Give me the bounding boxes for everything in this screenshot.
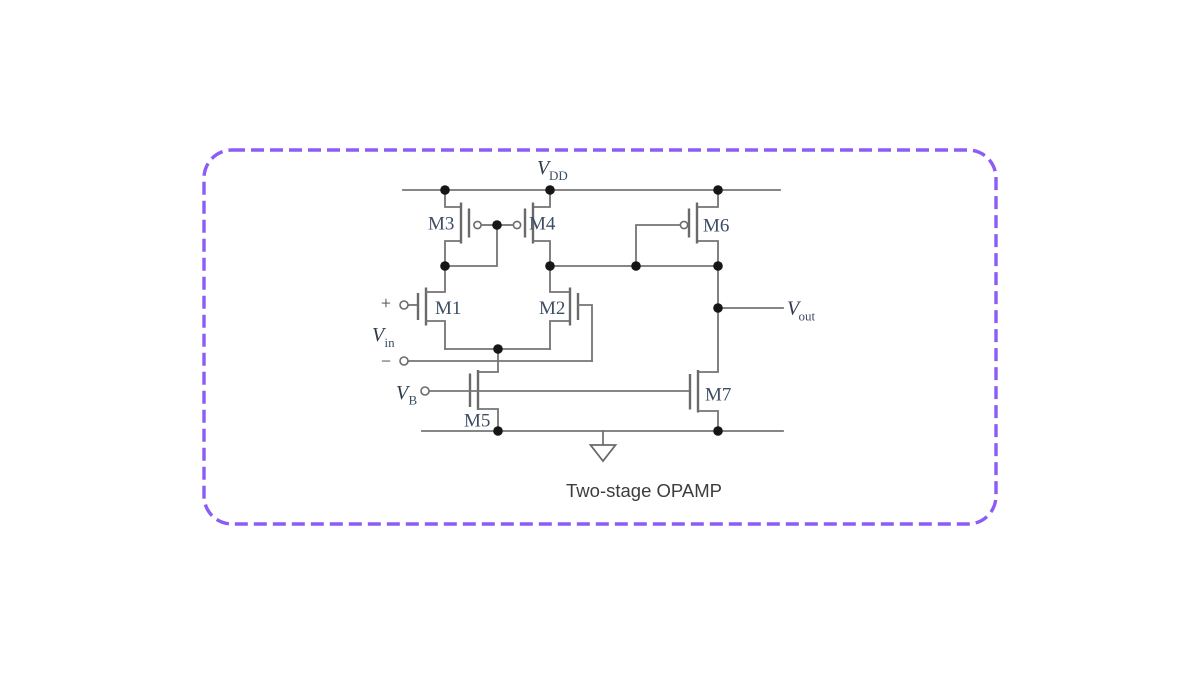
junction-dot [492,220,502,230]
figure-caption: Two-stage OPAMP [566,480,722,501]
vdd-label: V [537,157,552,179]
transistor-m5 [468,348,499,432]
m5-label: M5 [464,411,490,432]
ground-symbol-icon [588,444,618,463]
vb-label: V [396,382,411,404]
junction-dot [631,261,641,271]
m7-drain-wire [697,307,719,373]
junction-dot [713,261,723,271]
m6-pmos-bubble-icon [679,220,689,230]
minus-input-terminal-icon [399,356,409,366]
junction-dot [493,426,503,436]
m3-source-wire [444,189,462,208]
vout-label: V [787,298,802,320]
m4-drain-wire [532,240,551,267]
transistor-labels: M3 M4 M6 M1 M2 M5 M7 [428,214,731,432]
m2-gate-wire [577,304,593,362]
m4-label: M4 [529,214,556,235]
junction-dot [713,185,723,195]
vout-label-subscript: out [799,309,816,324]
m1-source-wire [425,320,446,350]
junction-dot [440,185,450,195]
junction-dot [440,261,450,271]
m4-source-wire [532,189,551,208]
m6-gate-wire [635,224,681,267]
m2-label: M2 [539,298,565,319]
m6-source-wire [696,189,719,208]
dashed-panel-border [202,148,998,526]
m2-source-wire [549,320,571,350]
m3-drain-wire [444,240,462,267]
transistor-m4 [500,189,551,267]
transistor-m1 [407,265,446,350]
m3-label: M3 [428,214,454,235]
m2-drain-wire [549,265,571,293]
vb-terminal-icon [420,386,430,396]
m6-drain-wire [696,240,719,267]
junction-dot [493,344,503,354]
transistor-m2 [549,265,593,362]
net-labels: V DD + V in − V B V out [372,157,816,408]
transistor-m3 [444,189,494,267]
minus-sign-label: − [381,351,391,371]
m6-label: M6 [703,216,729,237]
m7-source-wire [697,410,719,432]
plus-input-terminal-icon [399,300,409,310]
vin-label: V [372,324,387,346]
mirror-gate-feedback-wire [444,224,498,267]
vb-label-subscript: B [409,393,418,408]
junction-dot [713,426,723,436]
junction-dot [545,261,555,271]
junction-dots [440,185,723,436]
m3-pmos-bubble-icon [473,220,482,230]
junction-dot [545,185,555,195]
m1-label: M1 [435,298,461,319]
vin-label-subscript: in [385,335,396,350]
m5-source-wire [477,408,499,432]
junction-dot [713,303,723,313]
m4-pmos-bubble-icon [512,220,522,230]
m1-drain-wire [425,265,446,293]
transistor-m6 [635,189,719,267]
vdd-label-subscript: DD [549,168,568,183]
m7-label: M7 [705,385,731,406]
m5-drain-wire [477,348,499,373]
plus-sign-label: + [381,293,391,313]
transistor-m7 [688,307,719,432]
